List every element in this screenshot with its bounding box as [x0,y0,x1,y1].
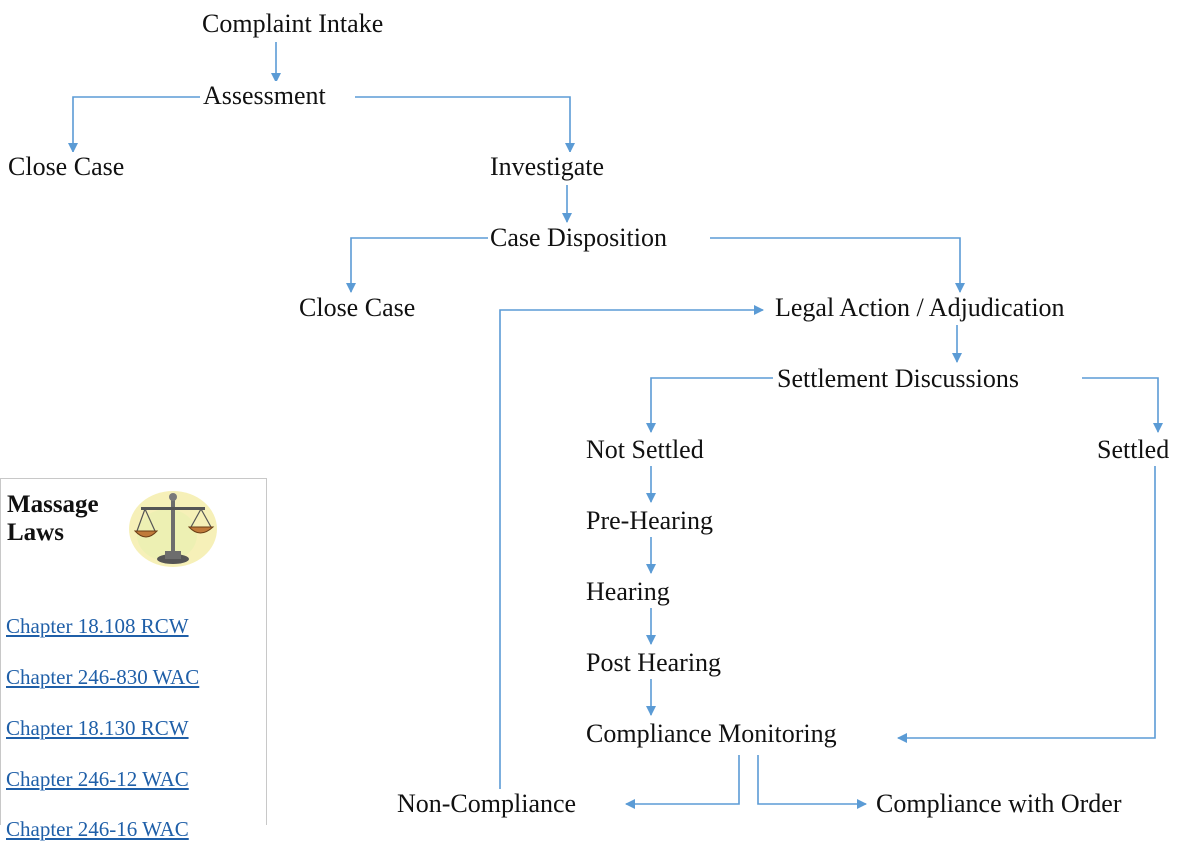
node-not-settled: Not Settled [584,435,706,465]
node-hearing: Hearing [584,577,672,607]
node-compliance-monitoring: Compliance Monitoring [584,719,839,749]
law-link-18-130-rcw[interactable]: Chapter 18.130 RCW [6,716,189,740]
node-non-compliance: Non-Compliance [395,789,579,819]
scales-of-justice-icon [129,491,217,567]
laws-panel-title: Massage Laws [7,491,99,546]
node-pre-hearing: Pre-Hearing [584,506,716,536]
node-settlement-discussions: Settlement Discussions [775,364,1021,394]
arrow-settled-to-monitoring [897,466,1156,743]
arrow-settlement-to-not-settled [646,377,773,433]
law-link-246-830-wac[interactable]: Chapter 246-830 WAC [6,665,200,689]
arrow-disposition-to-legal-action [710,237,965,293]
arrow-assessment-to-close-case [68,96,200,153]
node-compliance-with-order: Compliance with Order [874,789,1124,819]
node-investigate: Investigate [488,152,607,182]
arrow-non-compliance-to-legal-action [499,305,764,791]
arrow-monitoring-to-non-compliance [625,755,740,809]
node-complaint-intake: Complaint Intake [200,9,386,39]
arrow-disposition-to-close-case [346,237,488,293]
node-case-disposition: Case Disposition [488,223,669,253]
law-link-18-108-rcw[interactable]: Chapter 18.108 RCW [6,614,189,638]
massage-laws-panel: Massage Laws Chapter 18.108 RCW Chapter … [0,478,267,841]
arrow-monitoring-to-compliance-order [757,755,867,809]
law-link-246-12-wac[interactable]: Chapter 246-12 WAC [6,767,189,791]
node-assessment: Assessment [201,81,328,111]
node-post-hearing: Post Hearing [584,648,724,678]
node-legal-action: Legal Action / Adjudication [773,293,1067,323]
node-close-case-2: Close Case [297,293,418,323]
node-settled: Settled [1095,435,1172,465]
node-close-case-1: Close Case [6,152,127,182]
law-link-246-16-wac[interactable]: Chapter 246-16 WAC [6,817,189,841]
arrow-settlement-to-settled [1082,377,1163,433]
arrow-assessment-to-investigate [355,96,575,153]
